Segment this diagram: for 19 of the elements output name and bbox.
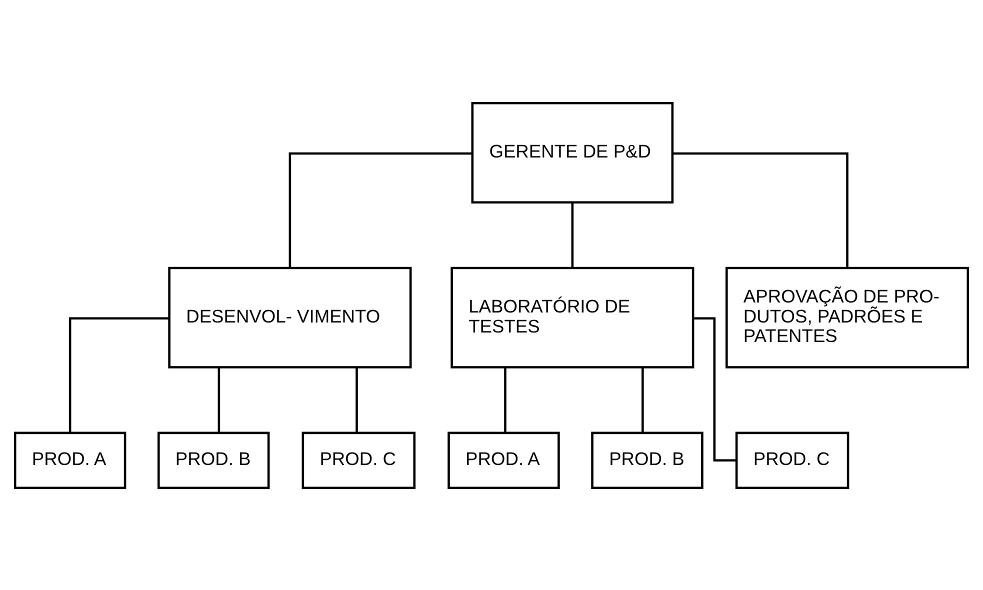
connector <box>642 367 644 432</box>
node-box: PROD. B <box>157 431 270 489</box>
node-box: PROD. A <box>14 431 126 489</box>
connector <box>288 152 472 268</box>
node-box: GERENTE DE P&D <box>471 101 674 203</box>
node-box: PROD. C <box>735 431 850 489</box>
connector <box>218 367 220 432</box>
node-box: DESENVOL- VIMENTO <box>168 266 412 368</box>
connector <box>571 202 574 268</box>
node-box: LABORATÓRIO DE TESTES <box>450 266 694 368</box>
connector <box>693 316 737 462</box>
connector <box>356 367 358 432</box>
connector <box>68 316 170 432</box>
node-box: PROD. C <box>302 431 416 489</box>
node-box: PROD. A <box>448 431 560 489</box>
connector <box>504 367 506 432</box>
node-box: APROVAÇÃO DE PRO- DUTOS, PADRÕES E PATENTES <box>726 266 970 368</box>
connector <box>672 152 848 268</box>
node-box: PROD. B <box>591 431 704 489</box>
